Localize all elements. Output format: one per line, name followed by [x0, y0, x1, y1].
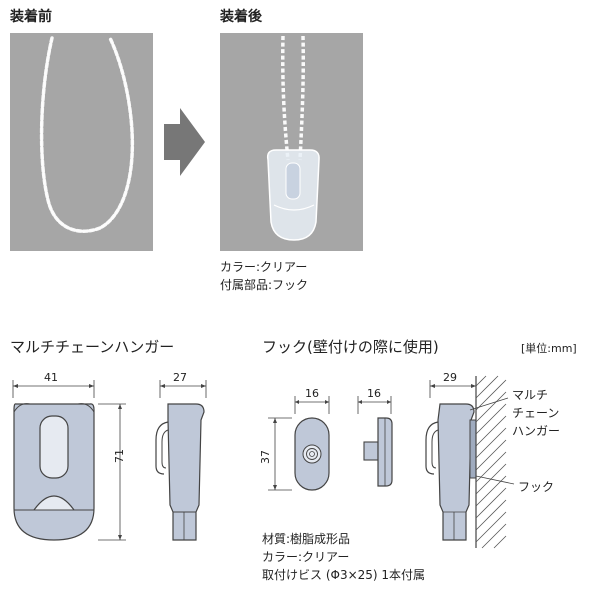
after-spec-accessory: 付属部品:フック — [220, 278, 309, 292]
callout-hook: フック — [518, 480, 555, 494]
before-photo — [10, 33, 153, 251]
hanger-front-view — [12, 380, 126, 541]
spec-color: カラー:クリアー — [262, 550, 350, 564]
hanger-side-view — [155, 380, 207, 541]
hook-front-width-dim: 16 — [305, 387, 319, 400]
bead-chain-before — [39, 36, 135, 233]
hanger-side-dim: 27 — [173, 371, 187, 384]
hanger-width-dim: 41 — [44, 371, 58, 384]
hanger-title: マルチチェーンハンガー — [10, 338, 175, 356]
hook-front-height-dim: 37 — [259, 450, 272, 464]
spec-screw: 取付けビス (Φ3×25) 1本付属 — [262, 568, 426, 582]
before-label: 装着前 — [10, 9, 52, 25]
after-label: 装着後 — [220, 9, 262, 25]
spec-material: 材質:樹脂成形品 — [262, 532, 351, 546]
hook-side-dim: 16 — [367, 387, 381, 400]
callout-hanger-line2: チェーン — [512, 406, 560, 420]
hook-mount-view — [425, 375, 515, 549]
hook-title: フック(壁付けの際に使用) — [262, 338, 439, 356]
hook-mount-dim: 29 — [443, 371, 457, 384]
callout-hanger-line1: マルチ — [512, 388, 549, 402]
hook-front-view — [268, 396, 330, 491]
hook-side-view — [357, 396, 393, 487]
clear-hanger-photo — [266, 149, 320, 241]
after-spec-color: カラー:クリアー — [220, 260, 308, 274]
hanger-height-dim: 71 — [113, 449, 126, 463]
callout-hanger-line3: ハンガー — [512, 424, 561, 438]
arrow-right-icon — [164, 108, 205, 176]
unit-label: [単位:mm] — [521, 342, 577, 355]
bead-chain-after — [280, 35, 306, 161]
